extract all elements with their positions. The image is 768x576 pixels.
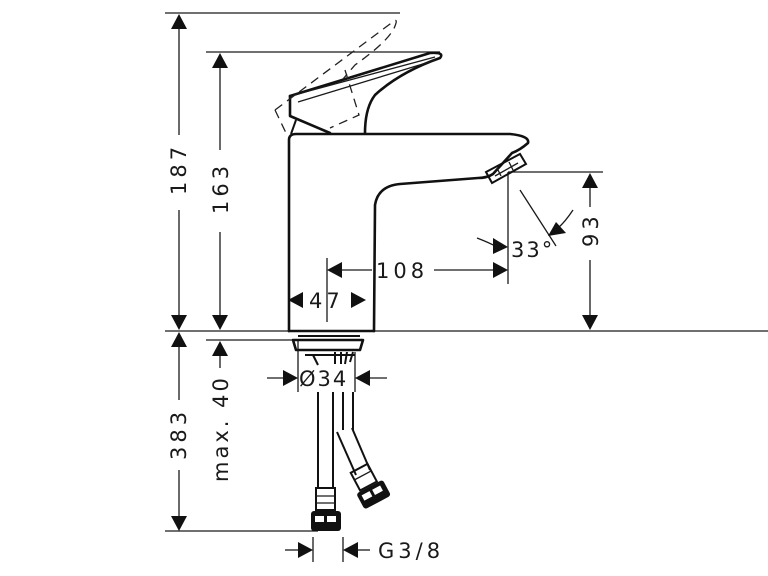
supply-hoses [311,392,391,531]
dim-33-label: 33° [511,238,554,262]
dimension-max-40: max. 40 [209,341,233,482]
dimension-33-degree: 33° [476,189,574,262]
dimension-187: 187 [167,14,191,330]
dim-187-label: 187 [167,143,191,195]
dimension-47: 47 [288,289,366,313]
dim-383-label: 383 [167,408,191,460]
dimension-163: 163 [209,53,233,330]
dimension-383: 383 [167,332,191,531]
dim-47-label: 47 [309,289,344,313]
dim-34-label: Ø34 [299,367,348,391]
lever-handle-raised-dashed [274,19,397,134]
dimension-108: 108 [326,258,508,322]
dim-108-label: 108 [376,259,428,283]
faucet-body [287,132,530,333]
dimension-diameter-34: Ø34 [267,340,387,392]
dim-g38-label: G3/8 [378,539,444,563]
dimension-g38: G3/8 [285,537,444,563]
dim-93-label: 93 [579,212,603,247]
lever-handle [288,51,443,135]
dim-163-label: 163 [209,162,233,214]
mounting-base [291,335,365,366]
aerator [484,152,528,185]
dim-max-40-label: max. 40 [209,375,233,482]
dimension-93: 93 [579,173,603,330]
